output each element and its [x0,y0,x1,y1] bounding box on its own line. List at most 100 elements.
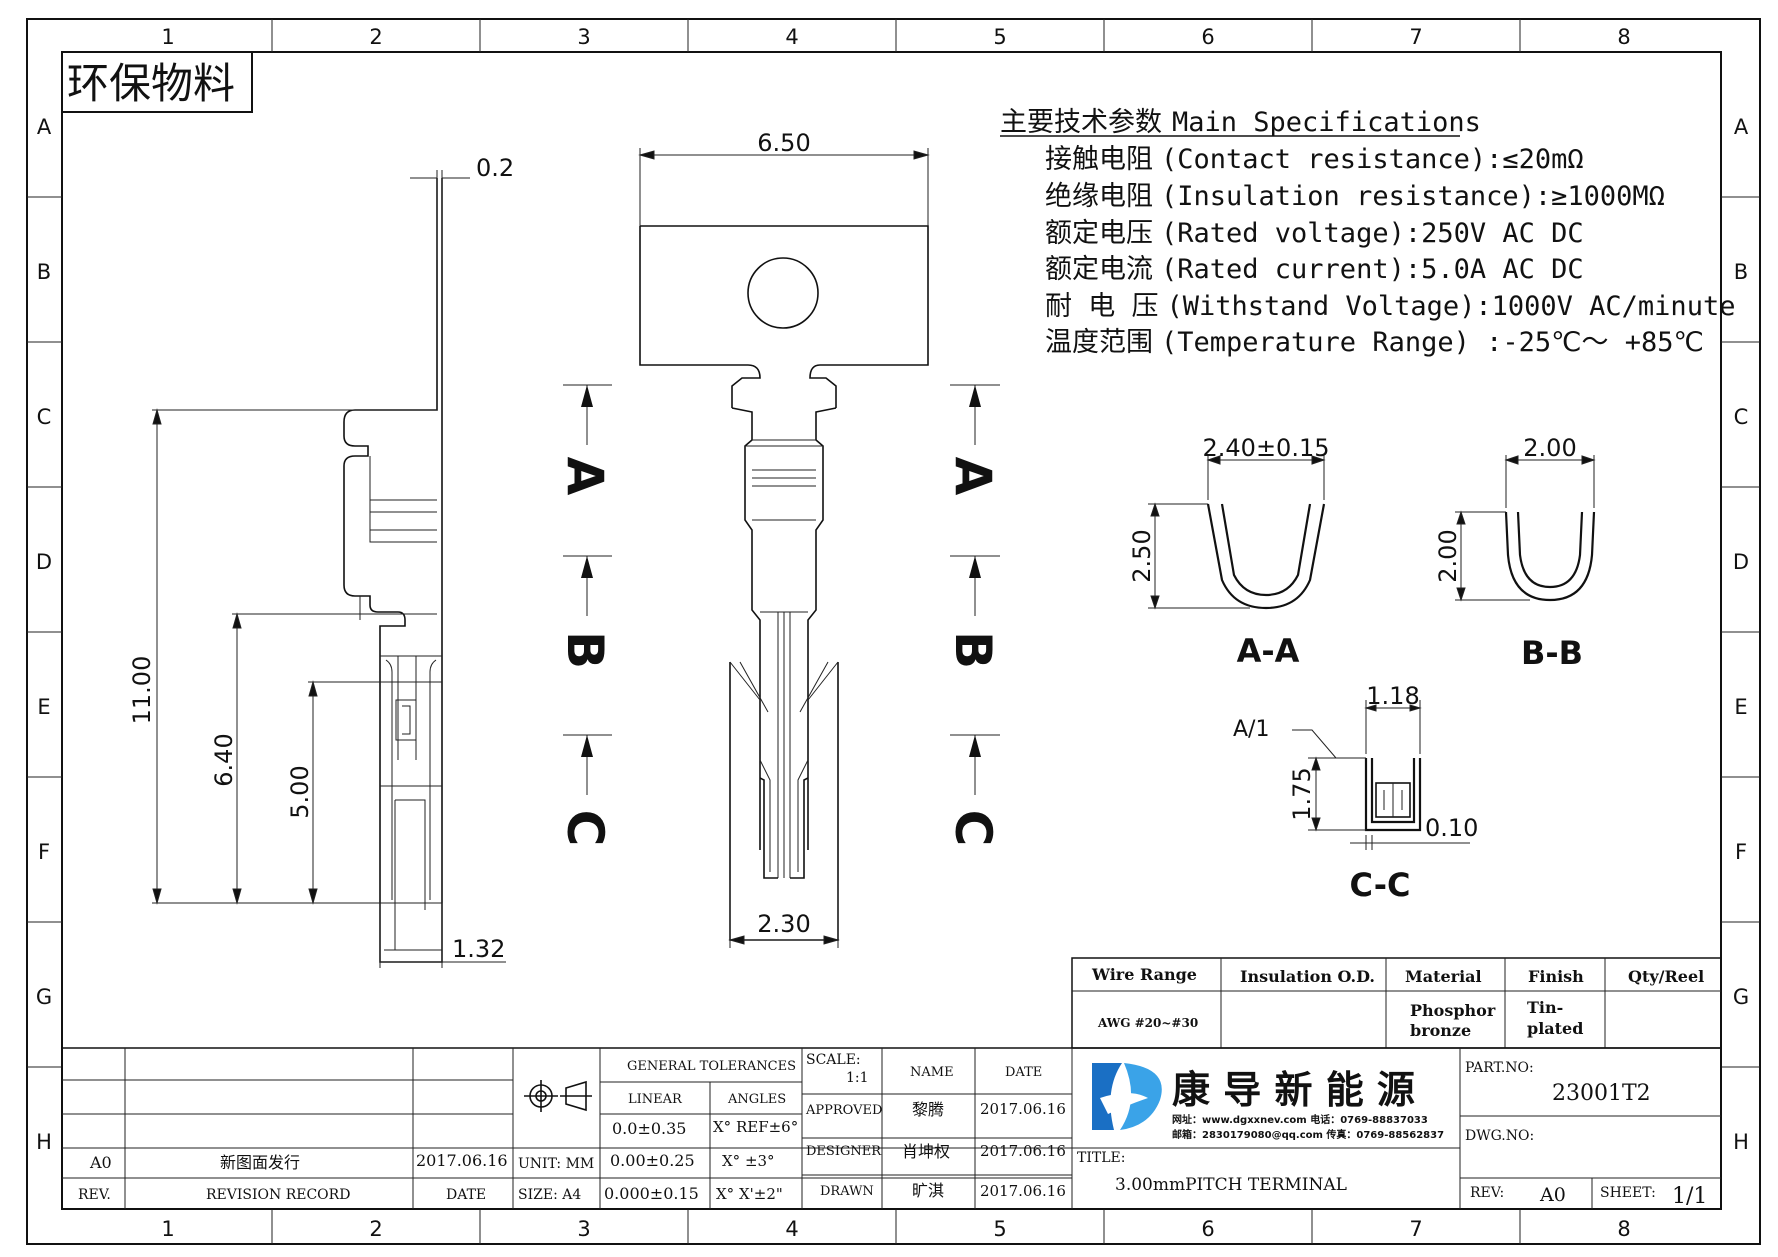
row-label-left: A [37,115,52,139]
row-label-right: E [1734,695,1747,719]
row-label-right: B [1734,260,1748,284]
col-label-top: 2 [369,25,382,49]
terminal-side-view: 0.2 11.00 6.40 5.00 [128,154,514,968]
table-cell: Tin- [1527,998,1563,1017]
linear-value: 0.00±0.25 [610,1151,695,1170]
linear-value: 0.000±0.15 [604,1184,699,1203]
company-logo [1092,1063,1162,1130]
table-header: Insulation O.D. [1240,967,1375,986]
row-label-left: F [38,840,50,864]
dwg-no-label: DWG.NO: [1465,1128,1534,1144]
role-date: 2017.06.16 [980,1182,1066,1200]
dim-label: 1.75 [1288,767,1316,820]
tolerance-angles: ANGLES [727,1092,786,1107]
spec-cn: 额定电流 [1045,254,1153,285]
unit-label: UNIT: MM [518,1156,594,1172]
dim-label: 0.10 [1425,814,1478,842]
tolerance-linear: LINEAR [628,1092,683,1107]
role-date: 2017.06.16 [980,1100,1066,1118]
spec-en: (Contact resistance):≤20mΩ [1161,144,1584,175]
title-block: A0 新图面发行 2017.06.16 REV. REVISION RECORD… [61,1047,1722,1210]
role-label: APPROVED [805,1103,882,1118]
name-col: NAME [910,1065,954,1080]
scale-value: 1:1 [846,1070,869,1086]
date-col: DATE [1005,1065,1042,1080]
table-header: Wire Range [1091,965,1197,984]
col-header: REVISION RECORD [206,1187,350,1203]
col-label-bottom: 4 [785,1217,798,1241]
section-bb: 2.00 2.00 B-B [1434,434,1596,672]
dim-label: 5.00 [286,765,314,818]
svg-text:温度范围(Temperature Range) :-25℃～: 温度范围 (Temperature Range) :-25℃～ +85℃ [1045,327,1704,358]
row-label-right: H [1733,1130,1749,1154]
rev-label: REV: [1470,1185,1504,1201]
dim-label: 1.18 [1366,682,1419,710]
dim-label: 2.00 [1434,529,1462,582]
table-header: Finish [1528,967,1584,986]
col-label-bottom: 2 [369,1217,382,1241]
col-label-top: 3 [577,25,590,49]
angle-value: X° ±3° [722,1152,775,1170]
row-label-right: C [1734,405,1749,429]
terminal-front-view: 6.50 2.30 [638,129,930,948]
table-cell: plated [1527,1019,1583,1038]
company-contact: 邮箱：2830179080@qq.com 传真：0769-88562837 [1172,1128,1444,1141]
svg-text:额定电压(Rated voltage):250V AC DC: 额定电压(Rated voltage):250V AC DC [1045,218,1584,249]
row-label-left: B [37,260,51,284]
col-label-top: 4 [785,25,798,49]
row-label-left: G [36,985,52,1009]
row-label-left: H [36,1130,52,1154]
section-aa: 2.40±0.15 2.50 A-A [1128,434,1329,670]
row-label-right: G [1733,985,1749,1009]
spec-en: (Withstand Voltage):1000V AC/minute [1167,291,1736,322]
spec-en: (Temperature Range) :-25℃～ +85℃ [1161,327,1704,358]
col-label-bottom: 8 [1617,1217,1630,1241]
col-label-top: 1 [161,25,174,49]
table-cell: bronze [1410,1021,1471,1040]
dim-label: 2.50 [1128,529,1156,582]
row-label-left: E [37,695,50,719]
dim-thickness [410,170,470,260]
col-label-top: 5 [993,25,1006,49]
svg-text:绝缘电阻(Insulation resistance):≥1: 绝缘电阻(Insulation resistance):≥1000MΩ [1045,181,1665,212]
col-header: REV. [78,1187,111,1203]
col-header: DATE [446,1187,486,1203]
spec-cn: 接触电阻 [1045,144,1153,175]
svg-text:耐 电 压(Withstand Voltage):1000V: 耐 电 压 (Withstand Voltage):1000V AC/minute [1045,291,1735,322]
section-marker: A [556,457,614,496]
revision-record: 新图面发行 [220,1153,300,1172]
part-no-label: PART.NO: [1465,1060,1534,1076]
spec-cn: 耐 电 压 [1045,291,1159,322]
spec-cn: 额定电压 [1045,218,1153,249]
table-cell: Phosphor [1410,1001,1496,1020]
table-header: Qty/Reel [1628,967,1704,986]
spec-cn: 绝缘电阻 [1045,181,1153,212]
dim-label: 2.30 [757,910,810,938]
row-label-left: C [37,405,52,429]
section-marker: C [944,810,1002,847]
section-markers-left: A B C [556,384,614,847]
role-name: 黎腾 [912,1100,944,1119]
revision-date: 2017.06.16 [416,1151,508,1170]
sheet-value: 1/1 [1672,1184,1707,1209]
svg-text:额定电流(Rated current):5.0A AC DC: 额定电流(Rated current):5.0A AC DC [1045,254,1584,285]
section-marker: B [944,631,1002,669]
scale-label: SCALE: [806,1052,861,1068]
stamp-text: 环保物料 [67,59,235,108]
section-label: B-B [1521,634,1583,672]
col-label-top: 7 [1409,25,1422,49]
eco-material-stamp: 环保物料 [61,51,253,113]
spec-cn: 温度范围 [1045,327,1153,358]
section-marker: C [556,810,614,847]
section-label: A-A [1237,632,1300,670]
section-cc: 1.18 1.75 0.10 A/1 C-C [1233,682,1478,904]
dim-label: 6.50 [757,129,810,157]
size-label: SIZE: A4 [518,1187,581,1203]
table-header: Material [1405,967,1482,986]
col-label-bottom: 3 [577,1217,590,1241]
svg-text:接触电阻(Contact resistance):≤20mΩ: 接触电阻 (Contact resistance):≤20mΩ [1045,144,1584,175]
section-label: C-C [1350,866,1411,904]
spec-heading-cn: 主要技术参数 [1000,107,1162,138]
table-cell: AWG #20~#30 [1097,1016,1198,1030]
